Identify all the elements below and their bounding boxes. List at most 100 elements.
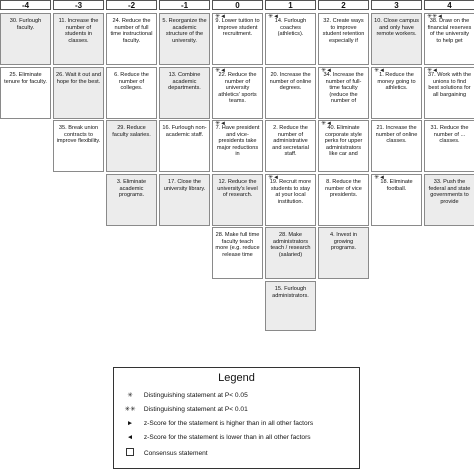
distinguishing-marks: ✳◄	[215, 14, 226, 20]
statement-cell: ✳◄9. Lower tuition to improve student re…	[212, 13, 263, 65]
column-header: 4	[424, 0, 474, 10]
double-asterisk-icon: ✳✳	[124, 406, 136, 413]
distinguishing-marks: ✳◄	[268, 14, 279, 20]
statement-cell: 11. Increase the number of students in c…	[53, 13, 104, 65]
statement-cell: 21. Increase the number of online classe…	[371, 120, 422, 172]
statement-cell: 4. Invest in growing programs.	[318, 227, 369, 279]
legend-label: z-Score for the statement is lower than …	[143, 434, 311, 441]
statement-cell: ✳◄18. Eliminate football.	[371, 174, 422, 226]
statement-text: 17. Close the university library.	[163, 179, 206, 192]
statement-text: 25. Eliminate tenure for faculty.	[4, 72, 47, 85]
statement-cell: ✳◄1. Reduce the money going to athletics…	[371, 67, 422, 119]
statement-text: 30. Furlough faculty.	[9, 18, 42, 31]
statement-cell: 20. Increase the number of online degree…	[265, 67, 316, 119]
statement-cell: 2. Reduce the number of administrative a…	[265, 120, 316, 172]
statement-text: 3. Eliminate academic programs.	[116, 179, 147, 199]
statement-text: 32. Create ways to improve student reten…	[322, 18, 365, 44]
statement-text: 34. Increase the number of full-time fac…	[323, 72, 364, 105]
distinguishing-marks: ✳✳◄	[427, 14, 443, 20]
column-header: -4	[0, 0, 51, 10]
statement-text: 22. Reduce the number of university athl…	[218, 72, 257, 105]
statement-cell: 28. Make administrators teach / research…	[265, 227, 316, 279]
legend-item: ◄ z-Score for the statement is lower tha…	[118, 434, 311, 442]
statement-text: 21. Increase the number of online classe…	[375, 125, 418, 145]
column-header: 3	[371, 0, 422, 10]
square-icon	[126, 448, 134, 456]
column-header: -2	[106, 0, 157, 10]
statement-cell: ✳◄19. Recruit more students to stay at y…	[265, 174, 316, 226]
distinguishing-marks: ✳◄	[215, 121, 226, 127]
legend-item: Consensus statement	[118, 448, 208, 458]
legend-item: ✳✳ Distinguishing statement at P< 0.01	[118, 406, 248, 414]
distinguishing-marks: ✳◄	[321, 121, 332, 127]
statement-cell: 10. Close campus and only have remote wo…	[371, 13, 422, 65]
statement-cell: 26. Wait it out and hope for the best.	[53, 67, 104, 119]
statement-cell: 17. Close the university library.	[159, 174, 210, 226]
statement-text: 24. Reduce the number of full time instr…	[110, 18, 153, 44]
legend-label: Consensus statement	[143, 450, 208, 457]
column-header: 0	[212, 0, 263, 10]
legend-label: z-Score for the statement is higher than…	[143, 420, 314, 427]
statement-text: 5. Reorganize the academic structure of …	[162, 18, 207, 44]
statement-text: 40. Eliminate corporate style perks for …	[324, 125, 363, 158]
statement-cell: 31. Reduce the number of ... classes.	[424, 120, 474, 172]
statement-text: 31. Reduce the number of ... classes.	[430, 125, 469, 145]
column-header: 1	[265, 0, 316, 10]
statement-cell: ✳◄34. Increase the number of full-time f…	[318, 67, 369, 119]
legend-label: Distinguishing statement at P< 0.01	[143, 406, 248, 413]
statement-cell: ✳◄14. Furlough coaches (athletics).	[265, 13, 316, 65]
legend: Legend ✳ Distinguishing statement at P< …	[113, 367, 360, 469]
statement-text: 18. Eliminate football.	[380, 179, 413, 192]
column-header: 2	[318, 0, 369, 10]
statement-text: 16. Furlough non-academic staff.	[162, 125, 207, 138]
legend-item: ► z-Score for the statement is higher th…	[118, 420, 313, 428]
statement-cell: 13. Combine academic departments.	[159, 67, 210, 119]
statement-cell: ✳✳◄38. Draw on the financial reserves of…	[424, 13, 474, 65]
statement-text: 33. Push the federal and state governmen…	[428, 179, 471, 205]
distinguishing-marks: ✳◄	[215, 68, 226, 74]
left-triangle-icon: ◄	[126, 434, 134, 441]
statement-cell: ✳◄22. Reduce the number of university at…	[212, 67, 263, 119]
statement-text: 13. Combine academic departments.	[168, 72, 201, 92]
statement-text: 12. Reduce the university's level of res…	[217, 179, 258, 199]
statement-text: 26. Wait it out and hope for the best.	[56, 72, 101, 85]
statement-cell: 16. Furlough non-academic staff.	[159, 120, 210, 172]
statement-cell: 5. Reorganize the academic structure of …	[159, 13, 210, 65]
statement-text: 19. Recruit more students to stay at you…	[269, 179, 312, 205]
statement-cell: ✳◄37. Work with the unions to find best …	[424, 67, 474, 119]
statement-cell: 30. Furlough faculty.	[0, 13, 51, 65]
statement-text: 1. Reduce the money going to athletics.	[377, 72, 416, 92]
statement-text: 2. Reduce the number of administrative a…	[272, 125, 309, 158]
statement-text: 28. Make administrators teach / research…	[270, 232, 311, 258]
statement-text: 6. Reduce the number of colleges.	[114, 72, 149, 92]
distinguishing-marks: ✳◄	[268, 175, 279, 181]
distinguishing-marks: ✳◄	[321, 68, 332, 74]
statement-text: 8. Reduce the number of vice presidents.	[325, 179, 362, 199]
statement-cell: 3. Eliminate academic programs.	[106, 174, 157, 226]
statement-text: 11. Increase the number of students in c…	[58, 18, 99, 44]
statement-text: 15. Furlough administrators.	[272, 286, 309, 299]
statement-text: 14. Furlough coaches (athletics).	[274, 18, 307, 38]
statement-text: 37. Work with the unions to find best so…	[427, 72, 472, 98]
statement-cell: ✳◄40. Eliminate corporate style perks fo…	[318, 120, 369, 172]
statement-cell: 33. Push the federal and state governmen…	[424, 174, 474, 226]
statement-cell: 35. Break union contracts to improve fle…	[53, 120, 104, 172]
statement-cell: 25. Eliminate tenure for faculty.	[0, 67, 51, 119]
statement-cell: 8. Reduce the number of vice presidents.	[318, 174, 369, 226]
statement-cell: 28. Make full time faculty teach more (e…	[212, 227, 263, 279]
statement-text: 7. Have president and vice-presidents ta…	[215, 125, 260, 158]
single-asterisk-icon: ✳	[127, 392, 133, 399]
statement-cell: 6. Reduce the number of colleges.	[106, 67, 157, 119]
distinguishing-marks: ✳◄	[374, 68, 385, 74]
distinguishing-marks: ✳◄	[374, 175, 385, 181]
statement-cell: 15. Furlough administrators.	[265, 281, 316, 331]
statement-cell: 29. Reduce faculty salaries.	[106, 120, 157, 172]
statement-cell: 24. Reduce the number of full time instr…	[106, 13, 157, 65]
statement-text: 38. Draw on the financial reserves of th…	[427, 18, 472, 44]
statement-text: 10. Close campus and only have remote wo…	[374, 18, 419, 38]
right-triangle-icon: ►	[126, 420, 134, 427]
statement-text: 9. Lower tuition to improve student recr…	[215, 18, 260, 38]
statement-text: 28. Make full time faculty teach more (e…	[215, 232, 260, 258]
statement-text: 35. Break union contracts to improve fle…	[56, 125, 101, 145]
